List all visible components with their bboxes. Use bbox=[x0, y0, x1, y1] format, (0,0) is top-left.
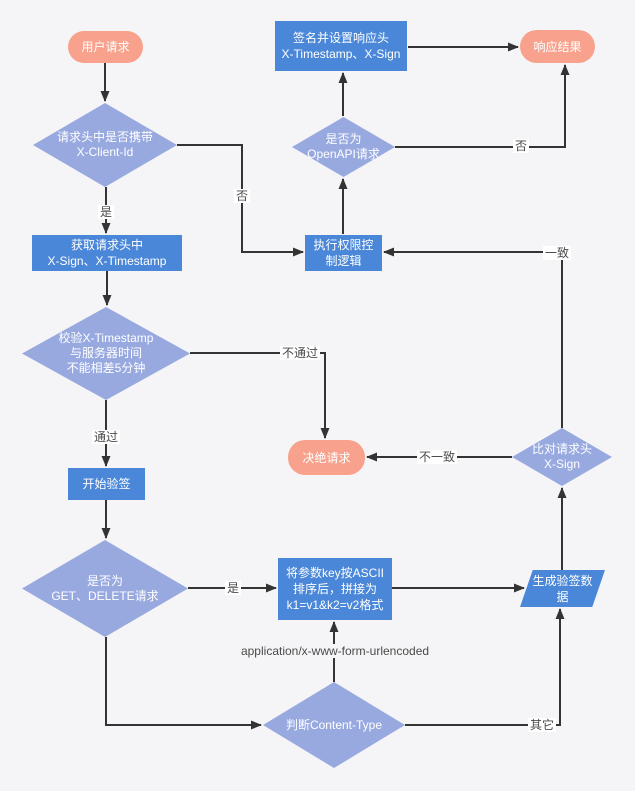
node-reject-request: 决绝请求 bbox=[288, 440, 365, 475]
edge-label-yes-client-id: 是 bbox=[97, 205, 115, 219]
node-label: 校验X-Timestamp 与服务器时间 不能相差5分钟 bbox=[58, 331, 154, 375]
edge-label-form-urlencoded: application/x-www-form-urlencoded bbox=[238, 644, 432, 658]
node-label: 签名并设置响应头 X-Timestamp、X-Sign bbox=[281, 31, 401, 61]
node-label: 开始验签 bbox=[82, 477, 131, 491]
edge-label-other: 其它 bbox=[527, 718, 557, 732]
node-user-request: 用户请求 bbox=[68, 31, 143, 63]
node-get-headers: 获取请求头中 X-Sign、X-Timestamp bbox=[32, 235, 182, 271]
node-sort-params: 将参数key按ASCII 排序后，拼接为 k1=v1&k2=v2格式 bbox=[278, 558, 392, 620]
node-label: 执行权限控 制逻辑 bbox=[313, 238, 374, 268]
node-label: 生成验签数 据 bbox=[532, 573, 593, 604]
node-exec-permission: 执行权限控 制逻辑 bbox=[305, 235, 382, 271]
node-label: 是否为 OpenAPI请求 bbox=[307, 132, 380, 161]
node-label: 是否为 GET、DELETE请求 bbox=[51, 573, 159, 603]
node-label: 判断Content-Type bbox=[285, 717, 383, 732]
node-start-verify: 开始验签 bbox=[68, 468, 145, 500]
node-label: 决绝请求 bbox=[302, 450, 351, 465]
node-label: 响应结果 bbox=[533, 39, 582, 54]
connector-method-no bbox=[105, 637, 262, 730]
node-label: 将参数key按ASCII 排序后，拼接为 k1=v1&k2=v2格式 bbox=[285, 566, 385, 612]
node-generate-sign-data: 生成验签数 据 bbox=[520, 570, 605, 607]
connector-compare-match bbox=[383, 247, 563, 428]
node-sign-response: 签名并设置响应头 X-Timestamp、X-Sign bbox=[275, 21, 407, 71]
connector-timestamp-notpass bbox=[190, 352, 330, 439]
edge-label-match: 一致 bbox=[542, 246, 572, 260]
node-label: 获取请求头中 X-Sign、X-Timestamp bbox=[47, 238, 167, 268]
edge-label-yes-get-delete: 是 bbox=[224, 581, 242, 595]
node-label: 用户请求 bbox=[81, 40, 130, 54]
edge-label-not-match: 不一致 bbox=[416, 450, 458, 464]
node-label: 请求头中是否携带 X-Client-Id bbox=[56, 130, 153, 159]
connector-openapi-no bbox=[395, 64, 570, 148]
edge-label-not-pass: 不通过 bbox=[279, 346, 321, 360]
edge-label-no-client-id: 否 bbox=[233, 189, 251, 203]
connector-contenttype-other bbox=[405, 608, 565, 726]
node-label: 比对请求头 X-Sign bbox=[531, 442, 592, 471]
edge-label-pass: 通过 bbox=[91, 430, 121, 444]
node-response-result: 响应结果 bbox=[520, 30, 595, 63]
edge-label-no-openapi: 否 bbox=[512, 139, 530, 153]
